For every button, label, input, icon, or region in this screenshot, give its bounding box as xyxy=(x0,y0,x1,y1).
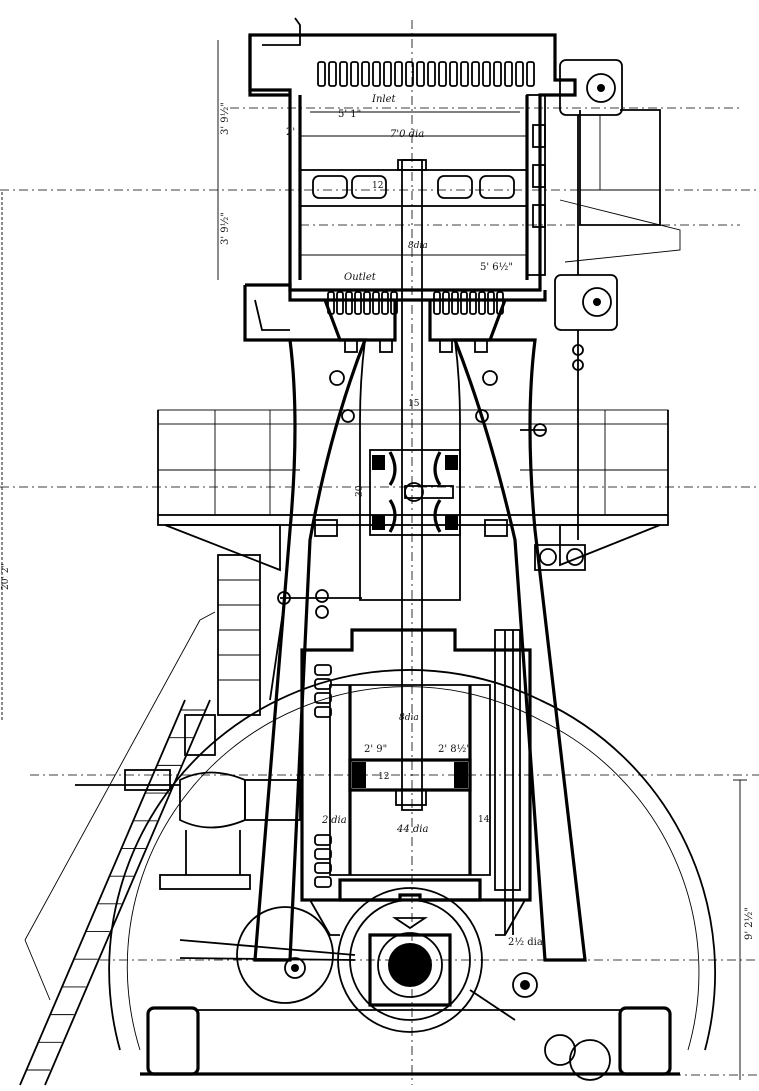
inlet-rib xyxy=(405,61,414,87)
inlet-rib xyxy=(317,61,326,87)
stroke-upper: 15 xyxy=(408,399,420,409)
dim-left-b: 3' 9½" xyxy=(220,212,231,245)
inlet-rib xyxy=(383,61,392,87)
flywheel xyxy=(108,669,716,1051)
left-dimension: 20' 2" 3' 9½" 3' 9½" xyxy=(1,40,231,720)
inlet-rib xyxy=(427,61,436,87)
rod-dia-lower: 8dia xyxy=(399,713,419,723)
outlet-rib xyxy=(478,291,486,315)
inlet-rib xyxy=(482,61,491,87)
valve-port xyxy=(314,876,332,888)
upper-dia-label: 7'0 dia xyxy=(390,129,424,140)
upper-valve-gear xyxy=(520,59,681,571)
inlet-rib xyxy=(526,61,535,87)
base-feet xyxy=(140,1006,680,1076)
dim-right: 9' 2½" xyxy=(744,907,755,940)
valve-port xyxy=(314,678,332,690)
stairs xyxy=(217,554,261,716)
dim-left-a: 3' 9½" xyxy=(220,102,231,135)
stroke-mid: 30 xyxy=(355,485,365,497)
dim-2-9: 2' 9" xyxy=(364,744,387,755)
inlet-rib xyxy=(328,61,337,87)
lower-cylinder: 8dia 2' 9" 2' 8½" 12 44 dia 2'dia 14 xyxy=(300,628,532,936)
outlet-rib xyxy=(469,291,477,315)
inlet-rib xyxy=(394,61,403,87)
dim-vert-left: 20' 2" xyxy=(1,563,11,590)
outlet-rib xyxy=(487,291,495,315)
outlet-rib xyxy=(433,291,441,315)
reversing-lever xyxy=(269,589,362,701)
outlet-rib xyxy=(336,291,344,315)
dim-12-low: 12 xyxy=(378,772,389,782)
inlet-rib xyxy=(438,61,447,87)
valve-port xyxy=(314,862,332,874)
inlet-rib xyxy=(339,61,348,87)
inlet-rib xyxy=(471,61,480,87)
inlet-rib xyxy=(361,61,370,87)
inlet-rib xyxy=(460,61,469,87)
inlet-rib xyxy=(449,61,458,87)
outlet-rib xyxy=(451,291,459,315)
dia-2: 2'dia xyxy=(321,815,347,826)
valve-port xyxy=(314,834,332,846)
inlet-rib xyxy=(493,61,502,87)
ladder xyxy=(19,611,216,1086)
small-dia-top: 12 xyxy=(372,181,383,191)
upper-platform-railing xyxy=(157,409,669,572)
outlet-band xyxy=(243,283,547,353)
valve-port xyxy=(314,848,332,860)
dim-2-8: 2' 8½" xyxy=(438,744,471,755)
dim-14: 14 xyxy=(478,815,490,825)
outlet-rib xyxy=(363,291,371,315)
valve-port xyxy=(314,664,332,676)
outlet-rib xyxy=(354,291,362,315)
upper-cylinder: Inlet 7'0 dia 5' 1" 2' 12 8dia Outlet 5'… xyxy=(248,17,577,292)
outlet-label: Outlet xyxy=(344,272,377,283)
dim-left-c: 5' 1" xyxy=(338,109,361,120)
governor-gear xyxy=(75,714,301,890)
inlet-rib xyxy=(372,61,381,87)
outlet-rib xyxy=(442,291,450,315)
valve-port xyxy=(314,706,332,718)
inlet-rib xyxy=(416,61,425,87)
inlet-rib xyxy=(350,61,359,87)
crosshead: 30 xyxy=(355,449,461,536)
dia-44: 44 dia xyxy=(396,824,429,835)
outlet-rib xyxy=(372,291,380,315)
dia-2-half: 2½ dia xyxy=(508,937,543,948)
crank-pit: 2½ dia xyxy=(179,887,611,1081)
rod-dia-label: 8dia xyxy=(408,241,428,251)
inlet-rib xyxy=(504,61,513,87)
outlet-rib xyxy=(460,291,468,315)
piston-rod: 15 xyxy=(397,159,427,811)
inlet-rib xyxy=(515,61,524,87)
outlet-rib xyxy=(381,291,389,315)
valve-port xyxy=(314,692,332,704)
dim-left-2: 2' xyxy=(286,127,295,138)
right-dimension: 9' 2½" xyxy=(733,779,755,1080)
inlet-label: Inlet xyxy=(371,94,397,105)
outlet-rib xyxy=(345,291,353,315)
dim-5-6: 5' 6½" xyxy=(480,262,513,273)
